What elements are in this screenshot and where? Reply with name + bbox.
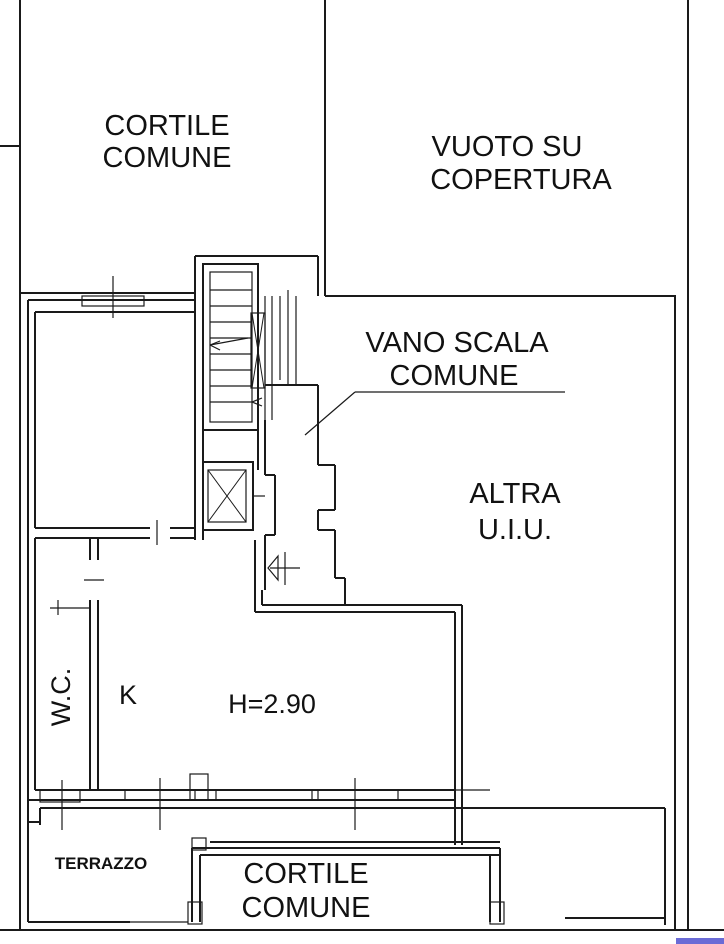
vuoto-copertura-line2: COPERTURA (430, 164, 612, 196)
cortile-comune-bottom-line1: CORTILE (243, 858, 368, 890)
wc-label: W.C. (46, 668, 76, 727)
entrance-door-symbol (267, 552, 300, 585)
vuoto-copertura-line1: VUOTO SU (432, 131, 583, 163)
room-labels: CORTILE COMUNE VUOTO SU COPERTURA VANO S… (46, 110, 612, 924)
staircase (202, 263, 345, 590)
cortile-comune-bottom-line2: COMUNE (242, 892, 371, 924)
terrace-walls (27, 800, 666, 925)
courtyard-void-walls (20, 0, 675, 297)
terrazzo-label: TERRAZZO (55, 854, 148, 873)
altra-uiu-line2: U.I.U. (478, 514, 552, 546)
vano-scala-line1: VANO SCALA (365, 327, 549, 359)
kitchen-label: K (119, 680, 137, 710)
stair-label-leader (304, 391, 565, 436)
vano-scala-line2: COMUNE (390, 360, 519, 392)
altra-uiu-line1: ALTRA (469, 478, 561, 510)
cortile-comune-top-line2: COMUNE (103, 142, 232, 174)
apartment-walls (27, 255, 490, 845)
ceiling-height-label: H=2.90 (228, 689, 316, 719)
cortile-comune-top-line1: CORTILE (104, 110, 229, 142)
corner-accent (676, 938, 724, 944)
elevator-shaft (202, 461, 265, 531)
